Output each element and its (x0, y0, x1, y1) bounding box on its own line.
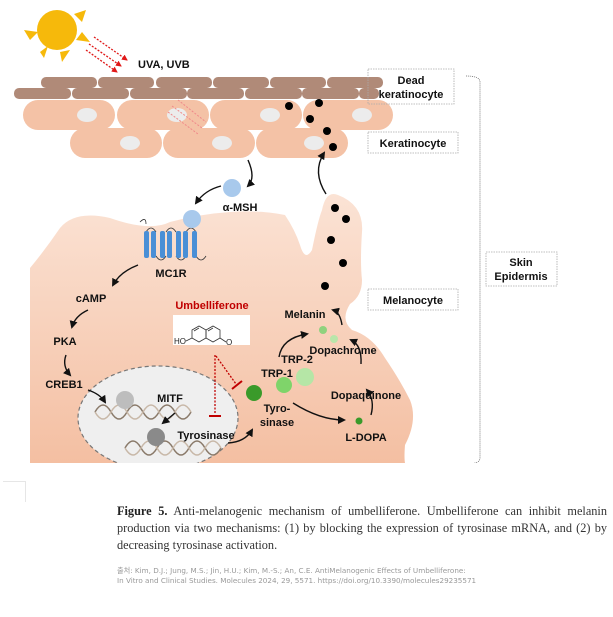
label-box-dead-keratinocyte: Dead keratinocyte (367, 68, 455, 105)
caption-label: Figure 5. (117, 504, 168, 518)
divider (3, 481, 26, 502)
nucleus (77, 365, 239, 470)
svg-text:O: O (226, 338, 232, 347)
epidermis-bracket (465, 75, 481, 465)
melanin-dot-icon (330, 335, 338, 343)
melanin-granules (285, 99, 350, 290)
tyrosinase-enzyme-label-2: sinase (260, 417, 294, 429)
tyrosinase-enzyme-label: Tyro- (264, 403, 291, 415)
creb1-label: CREB1 (45, 379, 82, 391)
mitf-protein-icon (116, 391, 134, 409)
svg-text:Melanocyte: Melanocyte (383, 295, 443, 307)
svg-text:HO: HO (174, 337, 186, 346)
svg-text:Epidermis: Epidermis (494, 271, 547, 283)
melanin-dot-icon (319, 326, 327, 334)
source-line-1: 출처: Kim, D.J.; Jung, M.S.; Jin, H.U.; Ki… (117, 566, 466, 575)
melanin-label: Melanin (285, 309, 326, 321)
umbelliferone-label: Umbelliferone (175, 300, 248, 312)
figure-caption: Figure 5. Anti-melanogenic mechanism of … (117, 503, 607, 554)
source-line-2: In Vitro and Clinical Studies. Molecules… (117, 576, 477, 585)
svg-text:Skin: Skin (509, 257, 533, 269)
inhibition-lines (209, 355, 243, 417)
label-box-keratinocyte: Keratinocyte (367, 131, 459, 154)
dopaquinone-label: Dopaquinone (331, 390, 401, 402)
label-box-skin-epidermis: Skin Epidermis (485, 251, 558, 287)
trp1-enzyme-icon (276, 377, 292, 393)
polymerase-icon (147, 428, 165, 446)
ldopa-dot-icon (355, 417, 363, 425)
caption-text: Anti-melanogenic mechanism of umbellifer… (117, 504, 607, 552)
uv-rays-icon (85, 36, 128, 73)
mitf-label: MITF (157, 393, 183, 405)
svg-text:Keratinocyte: Keratinocyte (380, 138, 447, 150)
melanogenesis-diagram: UVA, UVB (14, 10, 558, 470)
alpha-msh-free-icon (223, 179, 241, 197)
source-citation: 출처: Kim, D.J.; Jung, M.S.; Jin, H.U.; Ki… (117, 566, 607, 586)
label-box-melanocyte: Melanocyte (367, 288, 459, 311)
camp-label: cAMP (76, 293, 107, 305)
umbelliferone-structure-icon: HO O (173, 315, 250, 347)
alpha-msh-bound-icon (183, 210, 201, 228)
sun-icon (24, 10, 90, 62)
keratinocyte-layer (23, 99, 393, 158)
tyrosinase-gene-label: Tyrosinase (177, 430, 234, 442)
pka-label: PKA (53, 336, 76, 348)
svg-text:Dead: Dead (398, 75, 425, 87)
dopachrome-label: Dopachrome (309, 345, 376, 357)
nucleus-icon (77, 108, 372, 150)
trp2-label: TRP-2 (281, 354, 313, 366)
tyrosinase-enzyme-icon (246, 385, 262, 401)
mc1r-label: MC1R (155, 268, 186, 280)
trp2-enzyme-icon (296, 368, 314, 386)
trp1-label: TRP-1 (261, 368, 293, 380)
svg-text:keratinocyte: keratinocyte (379, 89, 444, 101)
dead-keratinocyte-layer (14, 77, 383, 99)
ldopa-label: L-DOPA (345, 432, 386, 444)
uv-label: UVA, UVB (138, 59, 190, 71)
mc1r-receptor-icon (139, 219, 207, 261)
alpha-msh-label: α-MSH (223, 202, 258, 214)
dna-icon (94, 404, 222, 456)
